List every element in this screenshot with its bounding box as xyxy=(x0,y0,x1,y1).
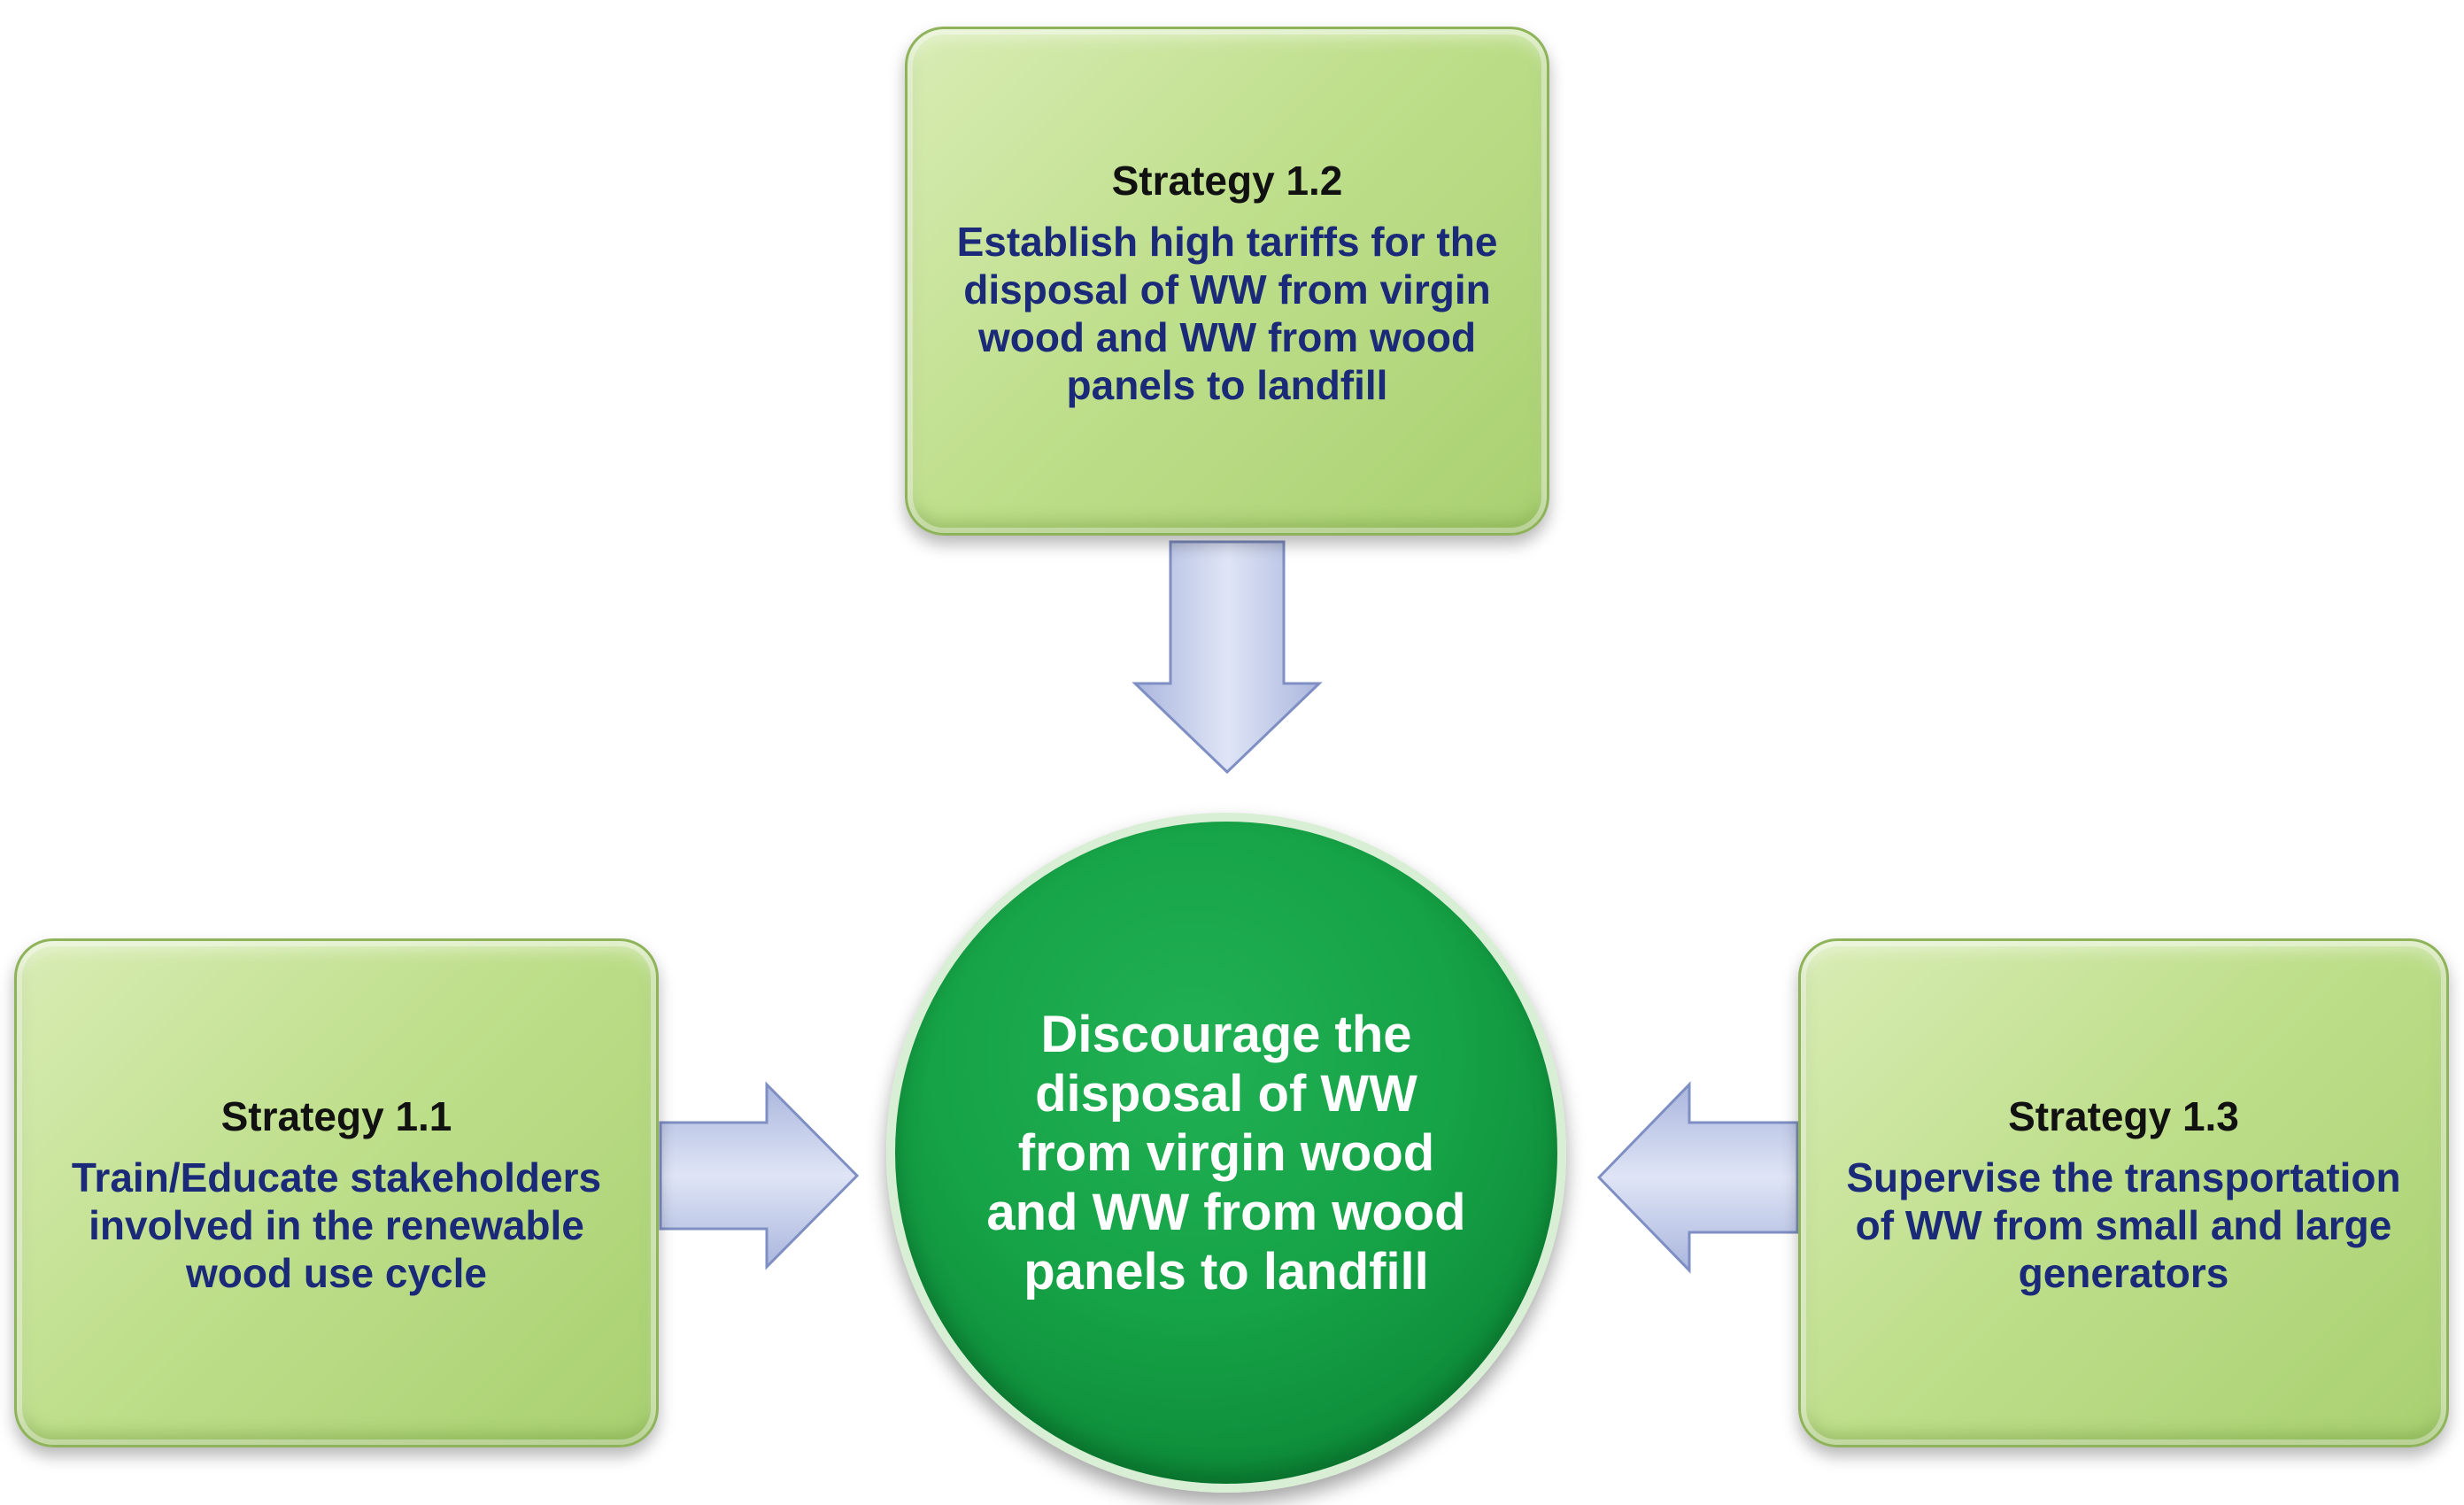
strategy-description: Supervise the transportation of WW from … xyxy=(1846,1154,2401,1296)
strategy-title: Strategy 1.3 xyxy=(2008,1092,2239,1139)
arrow-right xyxy=(659,1081,860,1270)
strategy-description: Establish high tariffs for the disposal … xyxy=(956,218,1498,408)
strategy-box-1-3: Strategy 1.3 Supervise the transportatio… xyxy=(1798,938,2449,1447)
goal-text: Discourage the disposal of WW from virgi… xyxy=(986,1005,1466,1300)
strategy-description: Train/Educate stakeholders involved in t… xyxy=(71,1154,602,1296)
strategy-title: Strategy 1.2 xyxy=(1111,157,1343,204)
arrow-down xyxy=(1132,540,1323,775)
strategy-box-1-1: Strategy 1.1 Train/Educate stakeholders … xyxy=(14,938,659,1447)
strategy-box-1-2: Strategy 1.2 Establish high tariffs for … xyxy=(905,27,1549,536)
strategy-title: Strategy 1.1 xyxy=(220,1092,452,1139)
arrow-left xyxy=(1596,1081,1799,1274)
goal-circle: Discourage the disposal of WW from virgi… xyxy=(886,813,1566,1493)
